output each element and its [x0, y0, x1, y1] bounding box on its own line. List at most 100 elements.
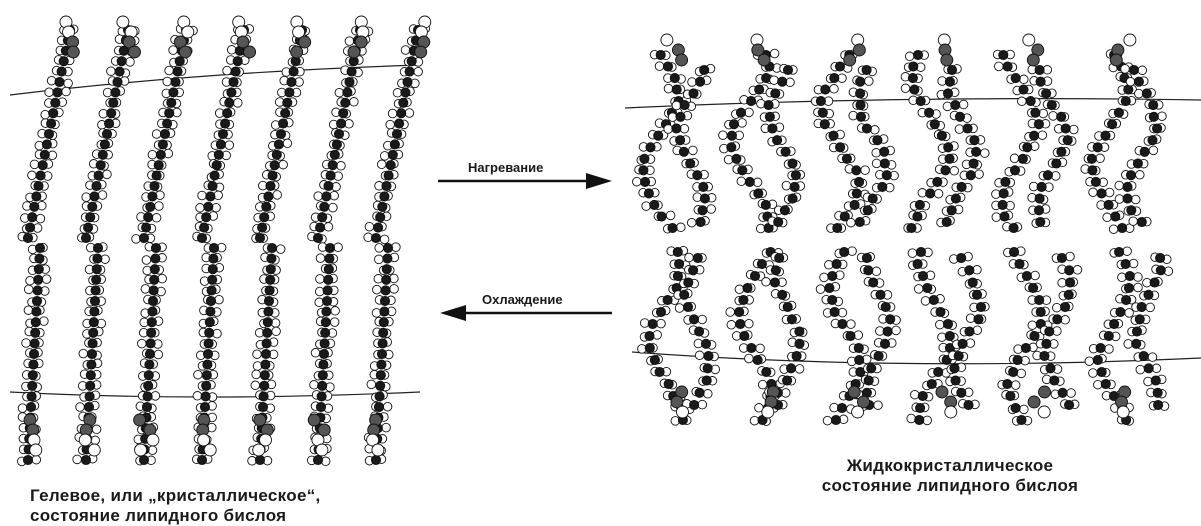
dark-atom	[395, 119, 404, 128]
atom	[337, 162, 346, 171]
dark-atom	[148, 192, 157, 201]
dark-atom	[1140, 147, 1149, 156]
lc-caption-line1: Жидкокристаллическое	[800, 456, 1100, 476]
dark-atom	[255, 233, 264, 242]
atom	[688, 78, 697, 87]
dark-atom	[1015, 259, 1024, 268]
dark-atom	[965, 266, 974, 275]
dark-atom	[670, 74, 679, 83]
dark-atom	[964, 400, 973, 409]
dark-atom	[693, 253, 702, 262]
dark-atom	[954, 351, 963, 360]
dark-atom	[371, 455, 380, 464]
dark-atom	[334, 129, 343, 138]
atom	[1067, 389, 1076, 398]
dark-atom	[829, 131, 838, 140]
dark-atom	[1035, 295, 1044, 304]
atom	[165, 66, 174, 75]
dark-atom	[925, 108, 934, 117]
atom	[861, 166, 870, 175]
atom	[24, 285, 33, 294]
dark-atom	[1017, 415, 1026, 424]
atom	[905, 52, 914, 61]
dark-atom	[319, 349, 328, 358]
dark-atom	[91, 286, 100, 295]
dark-atom	[1037, 182, 1046, 191]
dark-atom	[386, 161, 395, 170]
dark-atom	[645, 343, 654, 352]
dark-atom	[341, 98, 350, 107]
dark-atom	[876, 290, 885, 299]
atom	[331, 307, 340, 316]
dark-atom	[1000, 212, 1009, 221]
dark-atom	[1009, 367, 1018, 376]
dark-atom	[878, 182, 887, 191]
atom	[193, 392, 202, 401]
dark-atom	[762, 74, 771, 83]
atom	[852, 406, 864, 418]
dark-atom	[90, 296, 99, 305]
dark-atom	[1150, 278, 1159, 287]
dark-atom	[1026, 97, 1035, 106]
dark-atom	[856, 77, 865, 86]
dark-atom	[882, 171, 891, 180]
dark-atom	[968, 278, 977, 287]
dark-atom	[864, 376, 873, 385]
dark-atom	[673, 271, 682, 280]
dark-atom	[254, 414, 266, 426]
dark-atom	[283, 98, 292, 107]
dark-atom	[266, 275, 275, 284]
atom	[98, 191, 107, 200]
dark-atom	[93, 254, 102, 263]
dark-atom	[663, 62, 672, 71]
atom	[1053, 303, 1062, 312]
dark-atom	[750, 271, 759, 280]
dark-atom	[886, 315, 895, 324]
dark-atom	[324, 275, 333, 284]
dark-atom	[115, 67, 124, 76]
dark-atom	[90, 307, 99, 316]
dark-atom	[1061, 124, 1070, 133]
dark-atom	[35, 254, 44, 263]
atom	[335, 88, 344, 97]
dark-atom	[388, 150, 397, 159]
dark-atom	[930, 120, 939, 129]
dark-atom	[209, 254, 218, 263]
dark-atom	[680, 290, 689, 299]
atom	[196, 204, 205, 213]
dark-atom	[148, 307, 157, 316]
dark-atom	[942, 217, 951, 226]
dark-atom	[86, 381, 95, 390]
atom	[73, 455, 82, 464]
dark-atom	[146, 339, 155, 348]
atom	[18, 404, 27, 413]
dark-atom	[732, 154, 741, 163]
dark-atom	[934, 367, 943, 376]
dark-atom	[650, 200, 659, 209]
atom	[64, 79, 73, 88]
atom	[1105, 188, 1114, 197]
dark-atom	[374, 223, 383, 232]
dark-atom	[67, 46, 79, 58]
gel-caption-line2: состояние липидного бислоя	[30, 506, 321, 526]
atom	[874, 401, 883, 410]
dark-atom	[264, 296, 273, 305]
dark-atom	[225, 98, 234, 107]
dark-atom	[1135, 315, 1144, 324]
dark-atom	[856, 89, 865, 98]
dark-atom	[1035, 65, 1044, 74]
dark-atom	[1139, 351, 1148, 360]
dark-atom	[1156, 253, 1165, 262]
dark-atom	[1034, 120, 1043, 129]
dark-atom	[377, 349, 386, 358]
dark-atom	[1035, 194, 1044, 203]
atom	[1121, 65, 1130, 74]
atom	[1115, 181, 1124, 190]
dark-atom	[947, 206, 956, 215]
dark-atom	[407, 57, 416, 66]
dark-atom	[755, 85, 764, 94]
atom	[872, 159, 881, 168]
dark-atom	[321, 328, 330, 337]
dark-atom	[881, 302, 890, 311]
dark-atom	[832, 259, 841, 268]
